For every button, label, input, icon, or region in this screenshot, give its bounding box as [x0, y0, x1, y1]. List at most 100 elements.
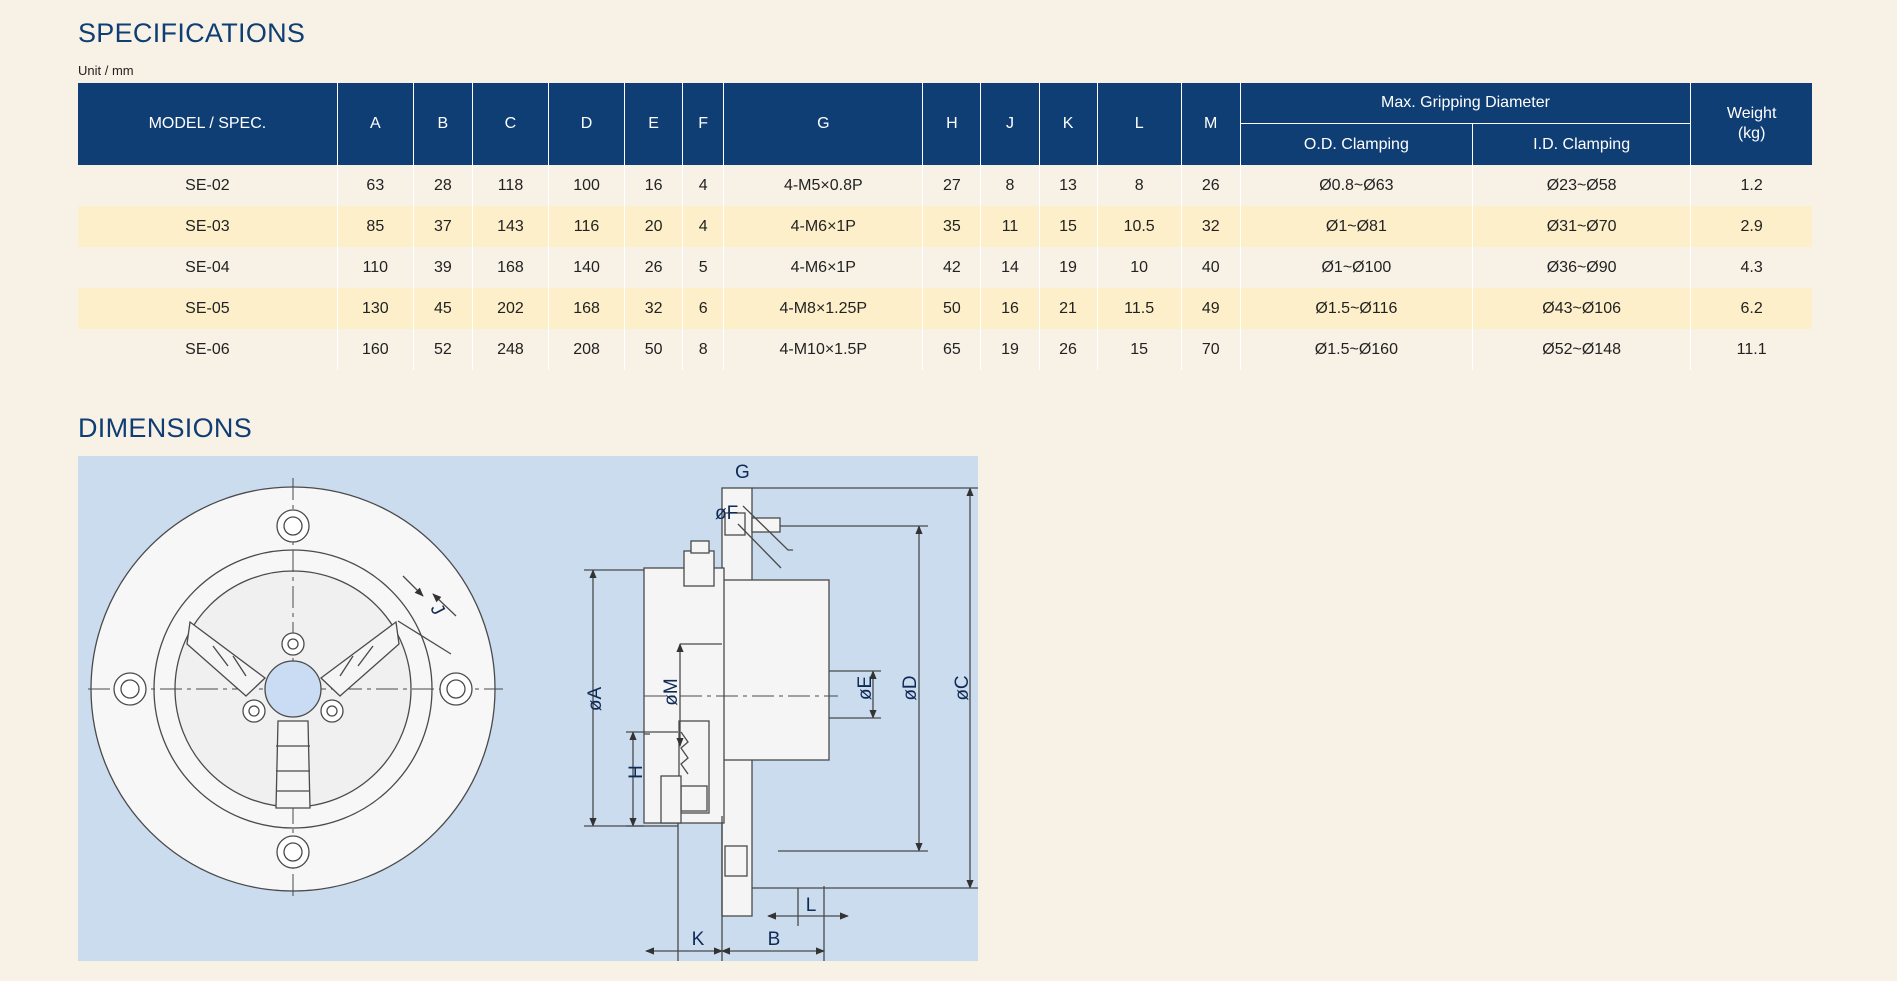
cell-f: 5	[682, 247, 724, 288]
specifications-title: SPECIFICATIONS	[78, 18, 306, 48]
cell-weight: 1.2	[1690, 165, 1812, 206]
cell-m: 70	[1180, 329, 1241, 370]
table-header: MODEL / SPEC. A B C D E F G H J K L M Ma…	[78, 83, 1812, 165]
cell-f: 4	[682, 165, 724, 206]
header-l: L	[1096, 83, 1182, 165]
cell-weight: 11.1	[1690, 329, 1812, 370]
header-b: B	[412, 83, 473, 165]
cell-e: 16	[624, 165, 683, 206]
cell-id-clamping: Ø36~Ø90	[1472, 247, 1691, 288]
header-weight: Weight (kg)	[1690, 83, 1812, 165]
cell-f: 4	[682, 206, 724, 247]
cell-od-clamping: Ø1.5~Ø160	[1239, 329, 1473, 370]
header-a: A	[336, 83, 414, 165]
cell-m: 32	[1180, 206, 1241, 247]
cell-c: 143	[471, 206, 549, 247]
cell-h: 35	[922, 206, 981, 247]
header-d: D	[547, 83, 626, 165]
cell-od-clamping: Ø0.8~Ø63	[1239, 165, 1473, 206]
cell-id-clamping: Ø31~Ø70	[1472, 206, 1691, 247]
cell-model: SE-03	[78, 206, 338, 247]
cell-l: 15	[1096, 329, 1182, 370]
cell-weight: 2.9	[1690, 206, 1812, 247]
header-e: E	[624, 83, 684, 165]
cell-b: 39	[412, 247, 473, 288]
cell-j: 16	[980, 288, 1040, 329]
cell-od-clamping: Ø1~Ø81	[1239, 206, 1473, 247]
chuck-side-view	[584, 487, 978, 961]
label-m: øM	[661, 678, 682, 705]
header-model: MODEL / SPEC.	[78, 83, 338, 165]
cell-c: 248	[471, 329, 549, 370]
cell-model: SE-02	[78, 165, 338, 206]
cell-a: 160	[336, 329, 414, 370]
cell-weight: 6.2	[1690, 288, 1812, 329]
label-f: øF	[715, 503, 738, 524]
cell-a: 130	[336, 288, 414, 329]
label-a: øA	[585, 687, 606, 712]
label-b: B	[768, 929, 781, 950]
cell-model: SE-06	[78, 329, 338, 370]
cell-k: 26	[1038, 329, 1098, 370]
cell-j: 14	[980, 247, 1040, 288]
cell-d: 208	[547, 329, 625, 370]
cell-l: 8	[1096, 165, 1182, 206]
dimensions-drawing: J	[78, 456, 978, 961]
cell-g: 4-M5×0.8P	[723, 165, 923, 206]
header-od-clamping: O.D. Clamping	[1239, 123, 1474, 165]
cell-d: 140	[547, 247, 625, 288]
cell-h: 65	[922, 329, 981, 370]
cell-weight: 4.3	[1690, 247, 1812, 288]
cell-k: 15	[1038, 206, 1098, 247]
cell-c: 168	[471, 247, 549, 288]
cell-j: 11	[980, 206, 1040, 247]
cell-g: 4-M10×1.5P	[723, 329, 923, 370]
cell-e: 50	[624, 329, 683, 370]
cell-h: 50	[922, 288, 981, 329]
header-m: M	[1180, 83, 1241, 165]
cell-g: 4-M8×1.25P	[723, 288, 923, 329]
specifications-table: MODEL / SPEC. A B C D E F G H J K L M Ma…	[78, 83, 1812, 370]
label-c: øC	[952, 675, 973, 700]
chuck-drawing-svg: J	[88, 462, 978, 961]
cell-model: SE-04	[78, 247, 338, 288]
cell-l: 10	[1096, 247, 1182, 288]
header-g: G	[723, 83, 924, 165]
cell-id-clamping: Ø52~Ø148	[1472, 329, 1691, 370]
cell-b: 45	[412, 288, 473, 329]
cell-k: 13	[1038, 165, 1098, 206]
cell-d: 100	[547, 165, 625, 206]
cell-l: 11.5	[1096, 288, 1182, 329]
label-g: G	[735, 462, 750, 483]
cell-g: 4-M6×1P	[723, 206, 923, 247]
cell-a: 85	[336, 206, 414, 247]
cell-od-clamping: Ø1~Ø100	[1239, 247, 1473, 288]
cell-j: 8	[980, 165, 1040, 206]
cell-j: 19	[980, 329, 1040, 370]
cell-e: 20	[624, 206, 683, 247]
cell-b: 37	[412, 206, 473, 247]
cell-b: 52	[412, 329, 473, 370]
cell-k: 19	[1038, 247, 1098, 288]
label-e: øE	[855, 676, 876, 700]
label-k: K	[692, 929, 705, 950]
header-h: H	[922, 83, 982, 165]
label-h: H	[626, 765, 647, 779]
cell-e: 32	[624, 288, 683, 329]
cell-d: 116	[547, 206, 625, 247]
cell-l: 10.5	[1096, 206, 1182, 247]
unit-label: Unit / mm	[78, 63, 134, 78]
chuck-front-view	[88, 478, 503, 896]
cell-b: 28	[412, 165, 473, 206]
label-d: øD	[900, 675, 921, 700]
header-id-clamping: I.D. Clamping	[1472, 123, 1692, 165]
cell-a: 110	[336, 247, 414, 288]
header-c: C	[471, 83, 550, 165]
header-k: K	[1038, 83, 1098, 165]
cell-m: 26	[1180, 165, 1241, 206]
cell-model: SE-05	[78, 288, 338, 329]
